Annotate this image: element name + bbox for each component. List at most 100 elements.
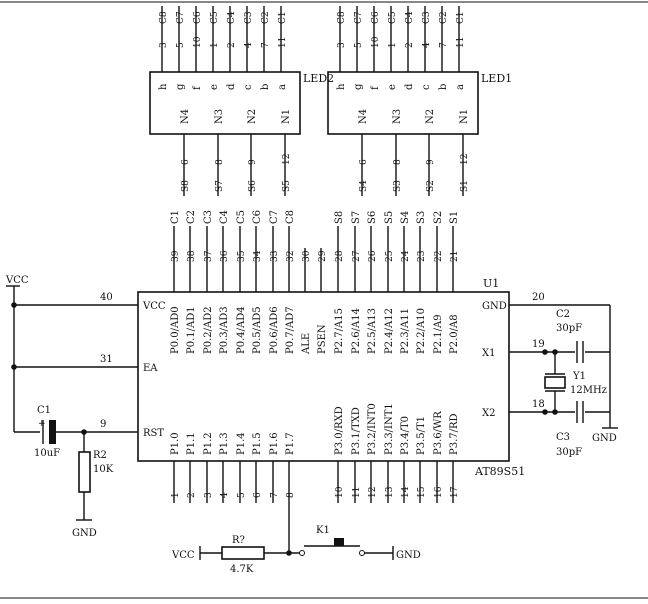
junction-dot (286, 550, 292, 556)
led-segment-letter: f (370, 85, 381, 90)
key-gnd-label: GND (396, 550, 421, 561)
led-digit-name: N1 (459, 109, 470, 124)
mcu-top-pin-name: P0.6/AD6 (269, 306, 280, 354)
led-digit-pin-num: 12 (460, 154, 470, 165)
led-digit-net: S8 (181, 180, 191, 192)
mcu-bottom-pin-num: 1 (171, 492, 181, 498)
mcu-right-pin-num: 20 (532, 292, 545, 303)
mcu-top-pin-num: 38 (187, 250, 197, 262)
mcu-left-pin-name: VCC (142, 301, 166, 312)
led-segment-letter: b (438, 84, 449, 90)
mcu-top-pin-num: 23 (417, 250, 427, 262)
mcu-top-pin-name: P2.6/A14 (351, 308, 362, 354)
mcu-top-pin-net: C3 (203, 210, 214, 224)
mcu-bottom-pin-name: P1.4 (236, 432, 247, 455)
mcu-top-pin-net: S4 (400, 211, 411, 224)
mcu-right-pin-num: 19 (532, 339, 545, 350)
mcu-bottom-pin-name: P3.4/T0 (400, 416, 411, 455)
mcu-bottom-pin-name: P3.7/RD (449, 413, 460, 455)
mcu-ref: U1 (483, 277, 499, 290)
mcu-top-pin-num: 28 (335, 250, 345, 262)
mcu-bottom-pin-name: P3.5/T1 (416, 416, 427, 455)
mcu-right-pin-num: 18 (532, 399, 545, 410)
led-segment-net: C2 (439, 11, 449, 24)
led-segment-pin-num: 1 (388, 42, 398, 48)
mcu-top-pin-net: C6 (252, 210, 263, 224)
led-segment-net: C7 (354, 11, 364, 24)
gnd-label-right: GND (592, 433, 617, 444)
mcu-top-pin-num: 25 (385, 250, 395, 262)
mcu-top-pin-net: C8 (285, 210, 296, 224)
mcu-bottom-pin-name: P1.0 (170, 432, 181, 455)
mcu-left-pin-num: 9 (100, 419, 106, 430)
led-digit-net: S1 (460, 180, 470, 192)
c2-ref: C2 (556, 309, 570, 320)
led-segment-pin-num: 4 (422, 42, 432, 48)
led-segment-letter: d (226, 83, 237, 90)
mcu-top-pin-name: ALE (301, 333, 312, 355)
led-segment-pin-num: 1 (210, 42, 220, 48)
c1-ref: C1 (37, 405, 51, 416)
led-segment-letter: d (404, 83, 415, 90)
mcu-top-pin-net: S8 (334, 211, 345, 224)
led-segment-pin-num: 11 (456, 37, 466, 48)
mcu-top-pin-num: 30 (302, 250, 312, 262)
mcu-right-pin-name: X2 (482, 408, 495, 419)
mcu-bottom-pin-num: 7 (270, 492, 280, 498)
r2-value: 10K (93, 464, 114, 475)
mcu-top-pin-num: 26 (368, 250, 378, 262)
mcu-top-pin-name: P2.4/A12 (384, 308, 395, 354)
mcu-top-pin-name: P0.0/AD0 (170, 306, 181, 354)
rq-body (221, 546, 265, 560)
junction-dot (552, 409, 558, 415)
led-segment-net: C5 (210, 11, 220, 24)
led-segment-net: C3 (422, 11, 432, 24)
led-digit-name: N3 (214, 109, 225, 124)
junction-dot (11, 302, 17, 308)
led-digit-net: S6 (248, 180, 258, 192)
c2-value: 30pF (556, 323, 582, 334)
mcu-bottom-pin-num: 16 (434, 486, 444, 498)
mcu-top-pin-name: P2.5/A13 (367, 308, 378, 354)
mcu-top-pin-net: S2 (433, 211, 444, 224)
mcu-bottom-pin-num: 4 (220, 492, 230, 498)
mcu-bottom-pin-num: 10 (335, 486, 345, 498)
led-segment-letter: c (243, 84, 254, 90)
led-digit-pin-num: 8 (393, 159, 403, 165)
led-segment-net: C4 (227, 11, 237, 24)
led-segment-pin-num: 3 (159, 42, 169, 48)
mcu-left-pin-num: 40 (100, 292, 113, 303)
k1-contact-left (299, 550, 305, 556)
c1-plus: + (38, 419, 46, 429)
mcu-top-pin-num: 32 (286, 251, 296, 262)
mcu-bottom-pin-num: 8 (286, 492, 296, 498)
labels: U1AT89S5139P0.0/AD0C138P0.1/AD1C237P0.2/… (5, 11, 617, 575)
led-display-ref: LED2 (303, 72, 334, 85)
junction-dot (11, 364, 17, 370)
mcu-bottom-pin-name: P3.2/INT0 (367, 403, 378, 455)
led-segment-letter: g (175, 83, 186, 90)
mcu-top-pin-net: S6 (367, 211, 378, 224)
led-segment-letter: f (192, 85, 203, 90)
mcu-top-pin-num: 39 (171, 250, 181, 262)
mcu-bottom-pin-num: 15 (417, 486, 427, 498)
led-digit-name: N3 (392, 109, 403, 124)
mcu-bottom-pin-name: P1.2 (203, 432, 214, 455)
mcu-bottom-pin-num: 12 (368, 487, 378, 498)
mcu-bottom-pin-name: P1.7 (285, 432, 296, 455)
led-segment-letter: e (387, 84, 398, 90)
mcu-top-pin-name: P0.4/AD4 (236, 306, 247, 354)
led-segment-pin-num: 2 (227, 42, 237, 48)
gnd-label-r2: GND (72, 528, 97, 539)
led-segment-pin-num: 11 (278, 37, 288, 48)
mcu-top-pin-num: 21 (450, 251, 460, 262)
mcu-bottom-pin-name: P3.3/INT1 (384, 403, 395, 455)
mcu-top-pin-num: 33 (270, 250, 280, 262)
led-segment-pin-num: 10 (371, 36, 381, 48)
mcu-top-pin-num: 24 (401, 250, 411, 262)
led-digit-pin-num: 9 (248, 159, 258, 165)
mcu-top-pin-net: C4 (219, 210, 230, 224)
mcu-top-pin-num: 37 (204, 250, 214, 262)
led-digit-name: N4 (358, 109, 369, 124)
